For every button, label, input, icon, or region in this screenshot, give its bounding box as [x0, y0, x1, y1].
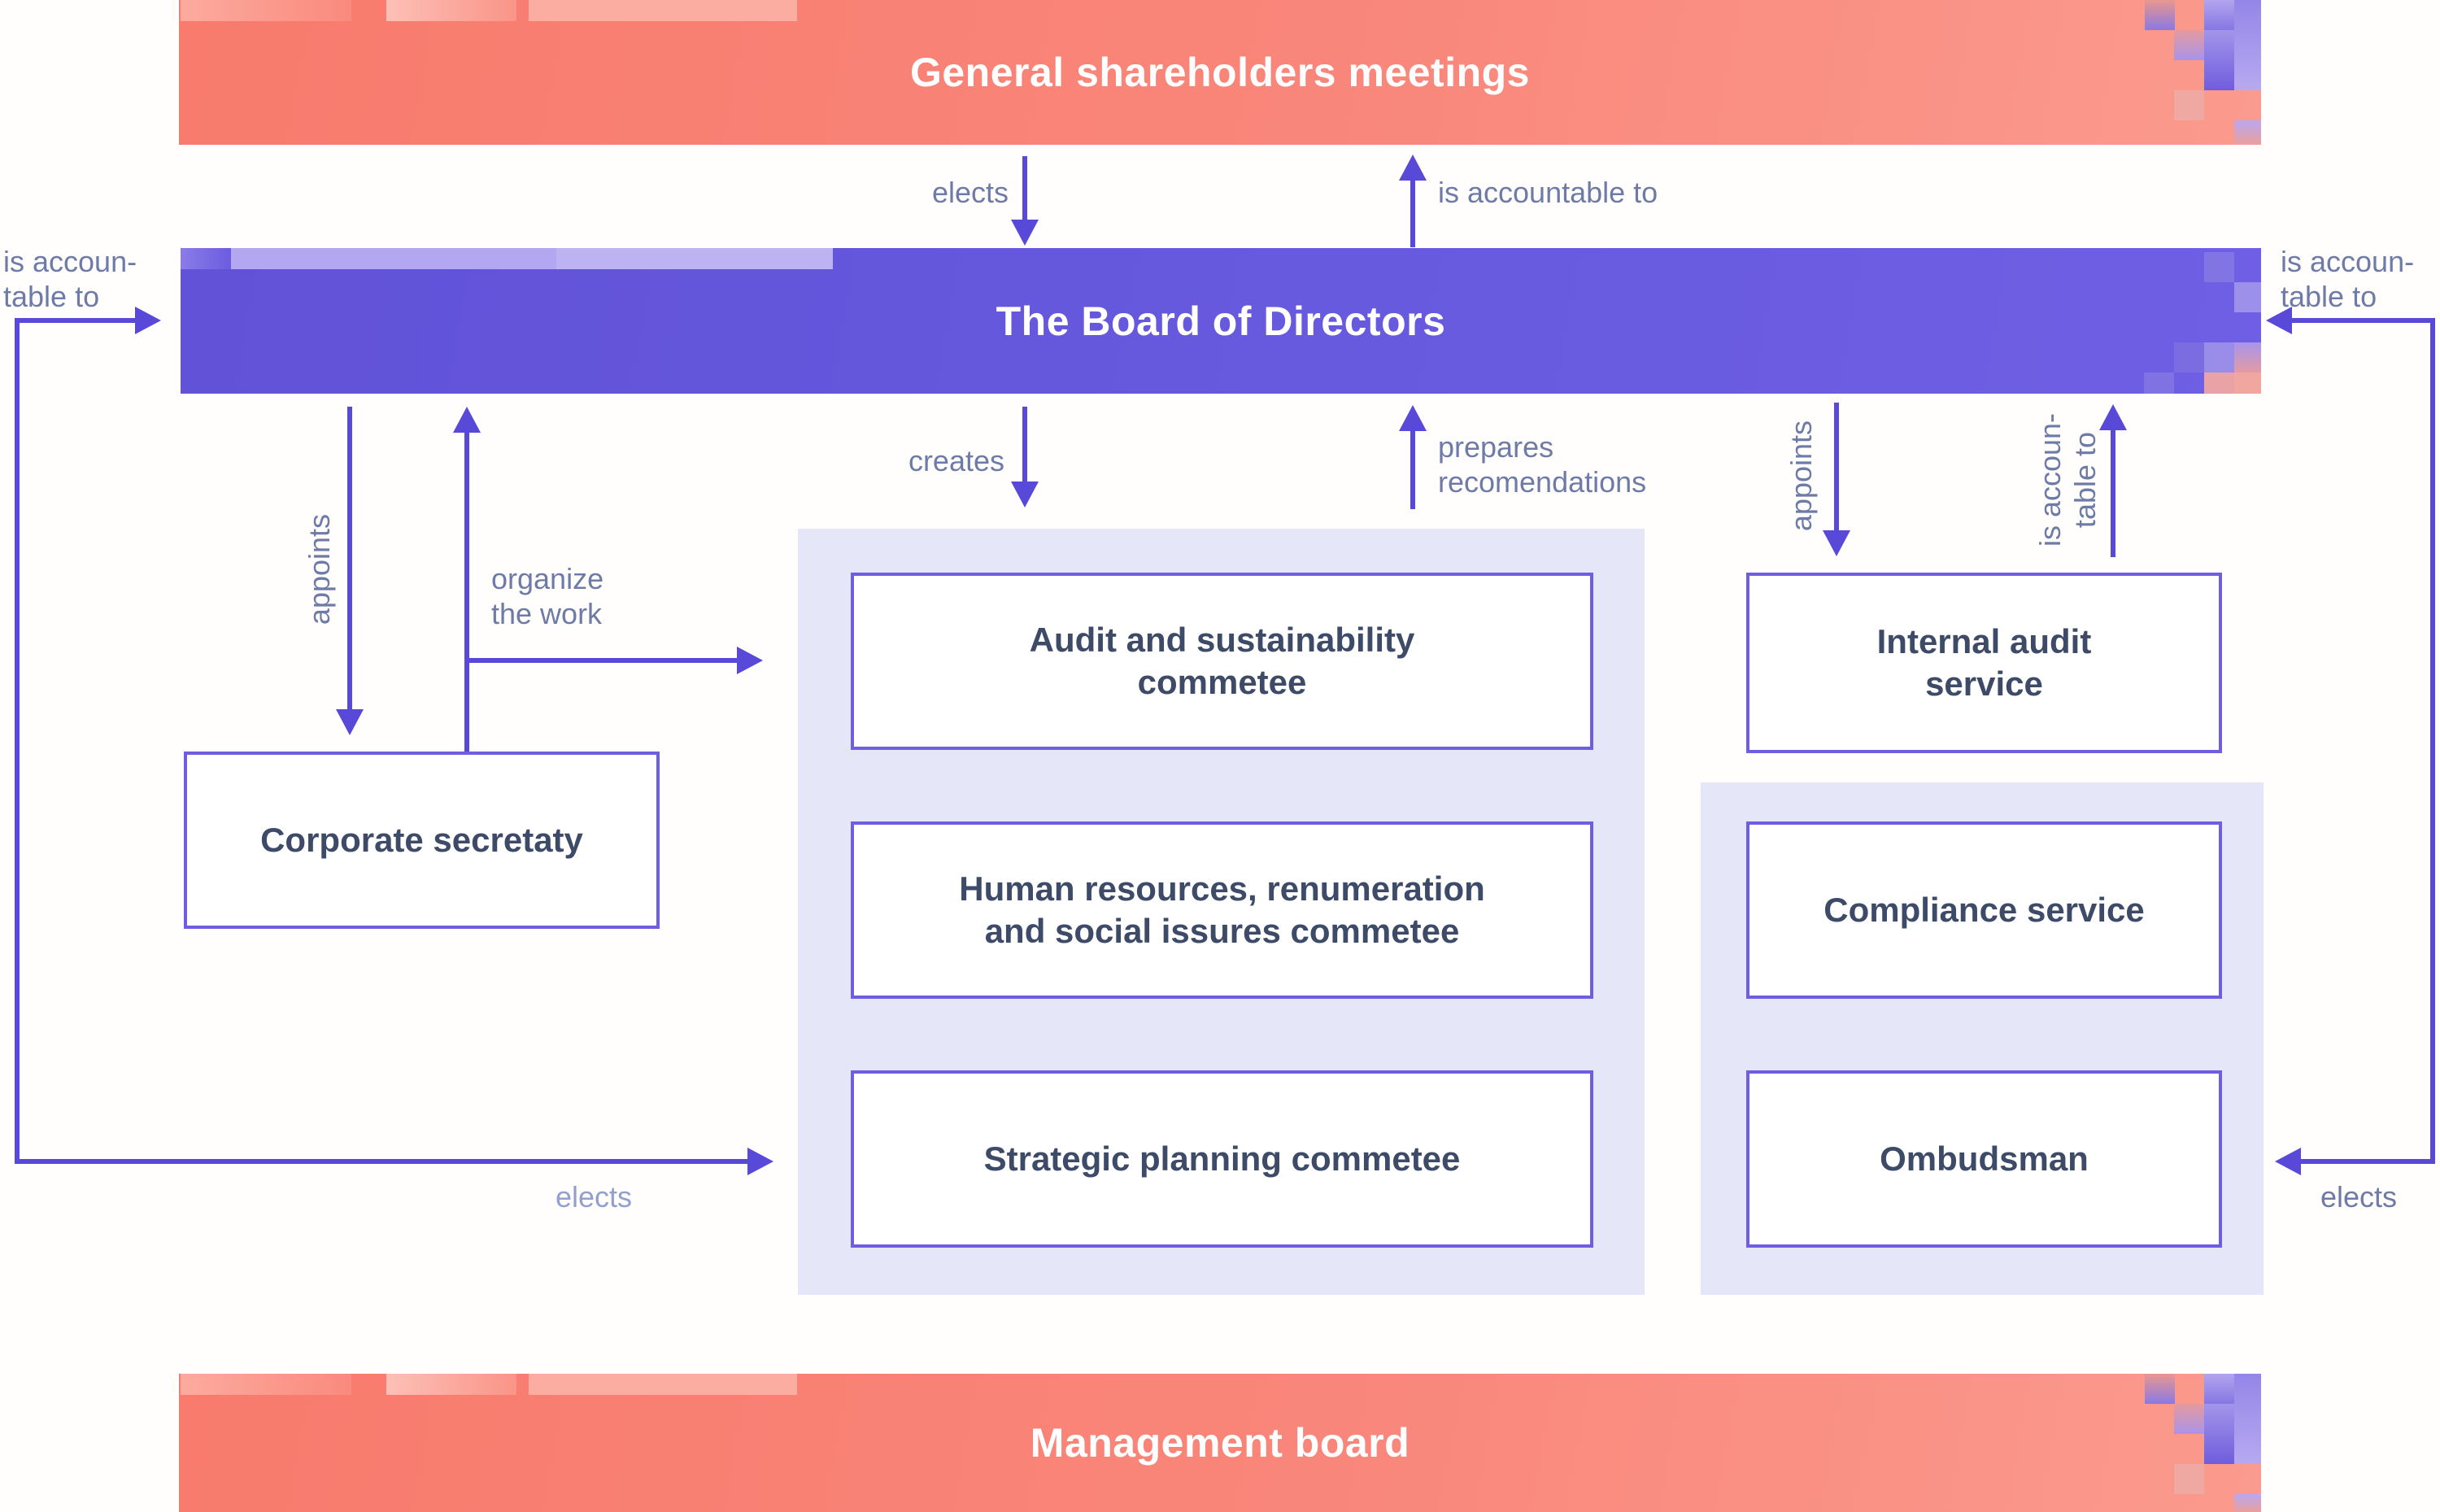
pixel-decoration	[181, 1374, 351, 1395]
edge-label-creates: creates	[908, 444, 1004, 477]
left-elbow-top-line	[15, 318, 138, 323]
right-elbow-bottom-head	[2275, 1148, 2301, 1175]
pixel-decoration	[2234, 373, 2261, 394]
arrow-prepares-line	[1410, 429, 1415, 509]
edge-label-elects-bottom-left: elects	[555, 1180, 633, 1214]
arrow-appoints-right-head	[1823, 530, 1850, 556]
pixel-decoration	[2204, 1404, 2234, 1464]
arrow-appoints-left-line	[347, 407, 352, 709]
node-ombudsman: Ombudsman	[1746, 1070, 2222, 1248]
banner-title-board: The Board of Directors	[996, 298, 1446, 344]
arrow-appoints-left-head	[336, 709, 364, 735]
pixel-decoration	[556, 248, 833, 269]
arrow-elects-top-line	[1022, 156, 1027, 220]
edge-label-elects-top: elects	[931, 176, 1009, 209]
pixel-decoration	[2174, 90, 2204, 120]
management-board-banner: Management board	[179, 1374, 2261, 1512]
arrow-accountable-top-head	[1399, 155, 1427, 181]
right-elbow-top-line	[2287, 318, 2435, 323]
edge-label-is-accountable-right-outer: is accoun- table to	[2281, 245, 2415, 314]
node-strategic-planning-committee: Strategic planning commetee	[851, 1070, 1593, 1248]
edge-label-elects-bottom-right: elects	[2320, 1180, 2398, 1214]
banner-title-shareholders: General shareholders meetings	[909, 50, 1530, 95]
pixel-decoration	[386, 1374, 516, 1395]
left-elbow-bottom-head	[747, 1148, 773, 1175]
pixel-decoration	[2145, 0, 2175, 30]
arrow-elects-top-head	[1011, 220, 1039, 246]
pixel-decoration	[2144, 373, 2174, 394]
board-of-directors-banner: The Board of Directors	[181, 248, 2261, 394]
pixel-decoration	[2174, 1404, 2204, 1434]
pixel-decoration	[2234, 1494, 2261, 1512]
edge-label-appoints-left: appoints	[303, 513, 337, 625]
arrow-appoints-right-line	[1834, 403, 1839, 530]
pixel-decoration	[2234, 282, 2261, 312]
arrow-creates-line	[1022, 407, 1027, 481]
left-elbow-top-head	[135, 307, 161, 334]
arrow-organize-right-head	[737, 647, 763, 674]
arrow-organize-horizontal-line	[464, 658, 739, 663]
node-corporate-secretary: Corporate secretaty	[184, 752, 660, 929]
right-elbow-bottom-line	[2299, 1159, 2435, 1164]
general-shareholders-meetings-banner: General shareholders meetings	[179, 0, 2261, 145]
pixel-decoration	[386, 0, 516, 21]
arrow-prepares-head	[1399, 405, 1427, 431]
arrow-accountable-top-line	[1410, 179, 1415, 247]
pixel-decoration	[2174, 342, 2204, 373]
arrow-creates-head	[1011, 481, 1039, 508]
pixel-decoration	[2234, 342, 2261, 373]
pixel-decoration	[2204, 252, 2234, 282]
pixel-decoration	[529, 1374, 797, 1395]
right-elbow-vertical-line	[2430, 318, 2435, 1164]
edge-label-is-accountable-left: is accoun- table to	[3, 245, 137, 314]
pixel-decoration	[2204, 30, 2234, 90]
edge-label-is-accountable-top: is accountable to	[1438, 176, 1658, 209]
pixel-decoration	[2174, 30, 2204, 60]
pixel-decoration	[2234, 1374, 2261, 1464]
node-compliance-service: Compliance service	[1746, 821, 2222, 999]
left-elbow-bottom-line	[15, 1159, 749, 1164]
pixel-decoration	[2234, 120, 2261, 145]
pixel-decoration	[2204, 1374, 2234, 1404]
pixel-decoration	[529, 0, 797, 21]
pixel-decoration	[2204, 373, 2234, 394]
pixel-decoration	[2234, 0, 2261, 90]
pixel-decoration	[181, 248, 231, 269]
edge-label-organize-the-work: organize the work	[491, 562, 604, 631]
pixel-decoration	[2204, 342, 2234, 373]
banner-title-management: Management board	[1030, 1420, 1410, 1466]
pixel-decoration	[2174, 1464, 2204, 1494]
edge-label-appoints-right: appoints	[1784, 420, 1819, 532]
edge-label-prepares-recommendations: prepares recomendations	[1438, 430, 1647, 499]
pixel-decoration	[231, 248, 556, 269]
arrow-organize-vertical-line	[464, 431, 469, 752]
arrow-accountable-right-line	[2111, 429, 2115, 557]
edge-label-is-accountable-right-inner: is accoun- table to	[2033, 412, 2102, 547]
node-audit-sustainability-committee: Audit and sustainability commetee	[851, 573, 1593, 750]
pixel-decoration	[2145, 1374, 2175, 1404]
left-elbow-vertical-line	[15, 318, 20, 1164]
node-hr-remuneration-committee: Human resources, renumeration and social…	[851, 821, 1593, 999]
node-internal-audit-service: Internal audit service	[1746, 573, 2222, 753]
arrow-accountable-right-head	[2099, 404, 2127, 430]
pixel-decoration	[2204, 0, 2234, 30]
pixel-decoration	[181, 0, 351, 21]
arrow-organize-up-head	[453, 407, 481, 433]
